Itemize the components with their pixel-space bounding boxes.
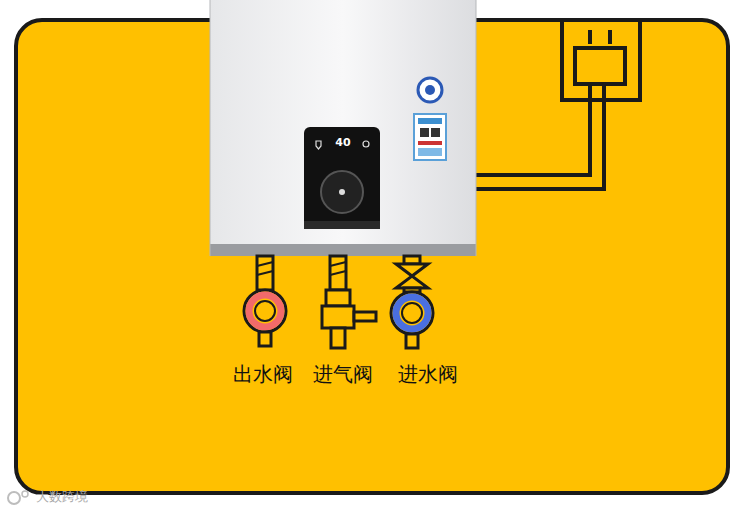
display-reading: 40 [335,137,350,149]
valve-label: 出水阀 [233,363,293,385]
valve-label: 进气阀 [313,363,373,385]
watermark: 大数跨境 [36,490,88,504]
valve-label: 进水阀 [398,363,458,385]
